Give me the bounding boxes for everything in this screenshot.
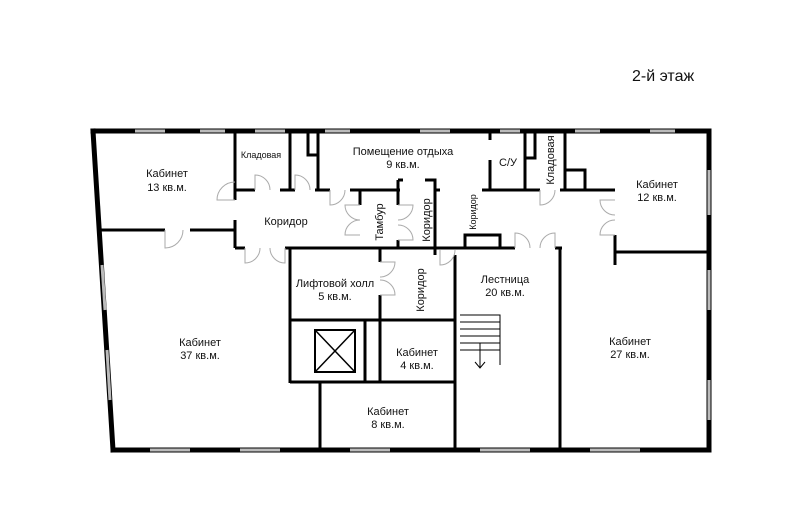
room-office-27-area: 27 кв.м. <box>610 349 650 361</box>
room-office-12-name: Кабинет <box>636 179 678 191</box>
room-corridor-1-name: Коридор <box>264 216 307 228</box>
room-office-37-area: 37 кв.м. <box>180 350 220 362</box>
room-lift-hall-area: 5 кв.м. <box>318 291 352 303</box>
room-storage-1-name: Кладовая <box>241 150 281 160</box>
room-office-13-area: 13 кв.м. <box>147 182 187 194</box>
windows <box>100 129 711 452</box>
room-office-8-area: 8 кв.м. <box>371 419 405 431</box>
room-office-37-name: Кабинет <box>179 337 221 349</box>
interior-walls <box>100 129 709 450</box>
room-rest-name: Помещение отдыха <box>353 146 454 158</box>
room-office-4-name: Кабинет <box>396 347 438 359</box>
room-stairs-area: 20 кв.м. <box>485 287 525 299</box>
staircase <box>460 314 501 369</box>
room-stairs-name: Лестница <box>481 274 530 286</box>
room-labels: Кабинет 13 кв.м. Кладовая Помещение отды… <box>146 135 678 431</box>
room-office-13-name: Кабинет <box>146 168 188 180</box>
room-lift-hall-name: Лифтовой холл <box>296 278 374 290</box>
room-corridor-2-name: Коридор <box>421 198 433 241</box>
room-corridor-4-name: Коридор <box>415 268 427 311</box>
room-office-27-name: Кабинет <box>609 336 651 348</box>
doors <box>164 174 616 296</box>
room-corridor-3-name: Коридор <box>468 194 478 230</box>
room-wc-name: С/У <box>499 157 518 169</box>
room-office-8-name: Кабинет <box>367 406 409 418</box>
floor-title: 2-й этаж <box>632 68 695 85</box>
room-vestibule-name: Тамбур <box>374 203 386 240</box>
room-rest-area: 9 кв.м. <box>386 159 420 171</box>
room-storage-2-name: Кладовая <box>545 135 557 184</box>
room-office-12-area: 12 кв.м. <box>637 192 677 204</box>
elevator-shaft <box>314 329 356 373</box>
room-office-4-area: 4 кв.м. <box>400 360 434 372</box>
